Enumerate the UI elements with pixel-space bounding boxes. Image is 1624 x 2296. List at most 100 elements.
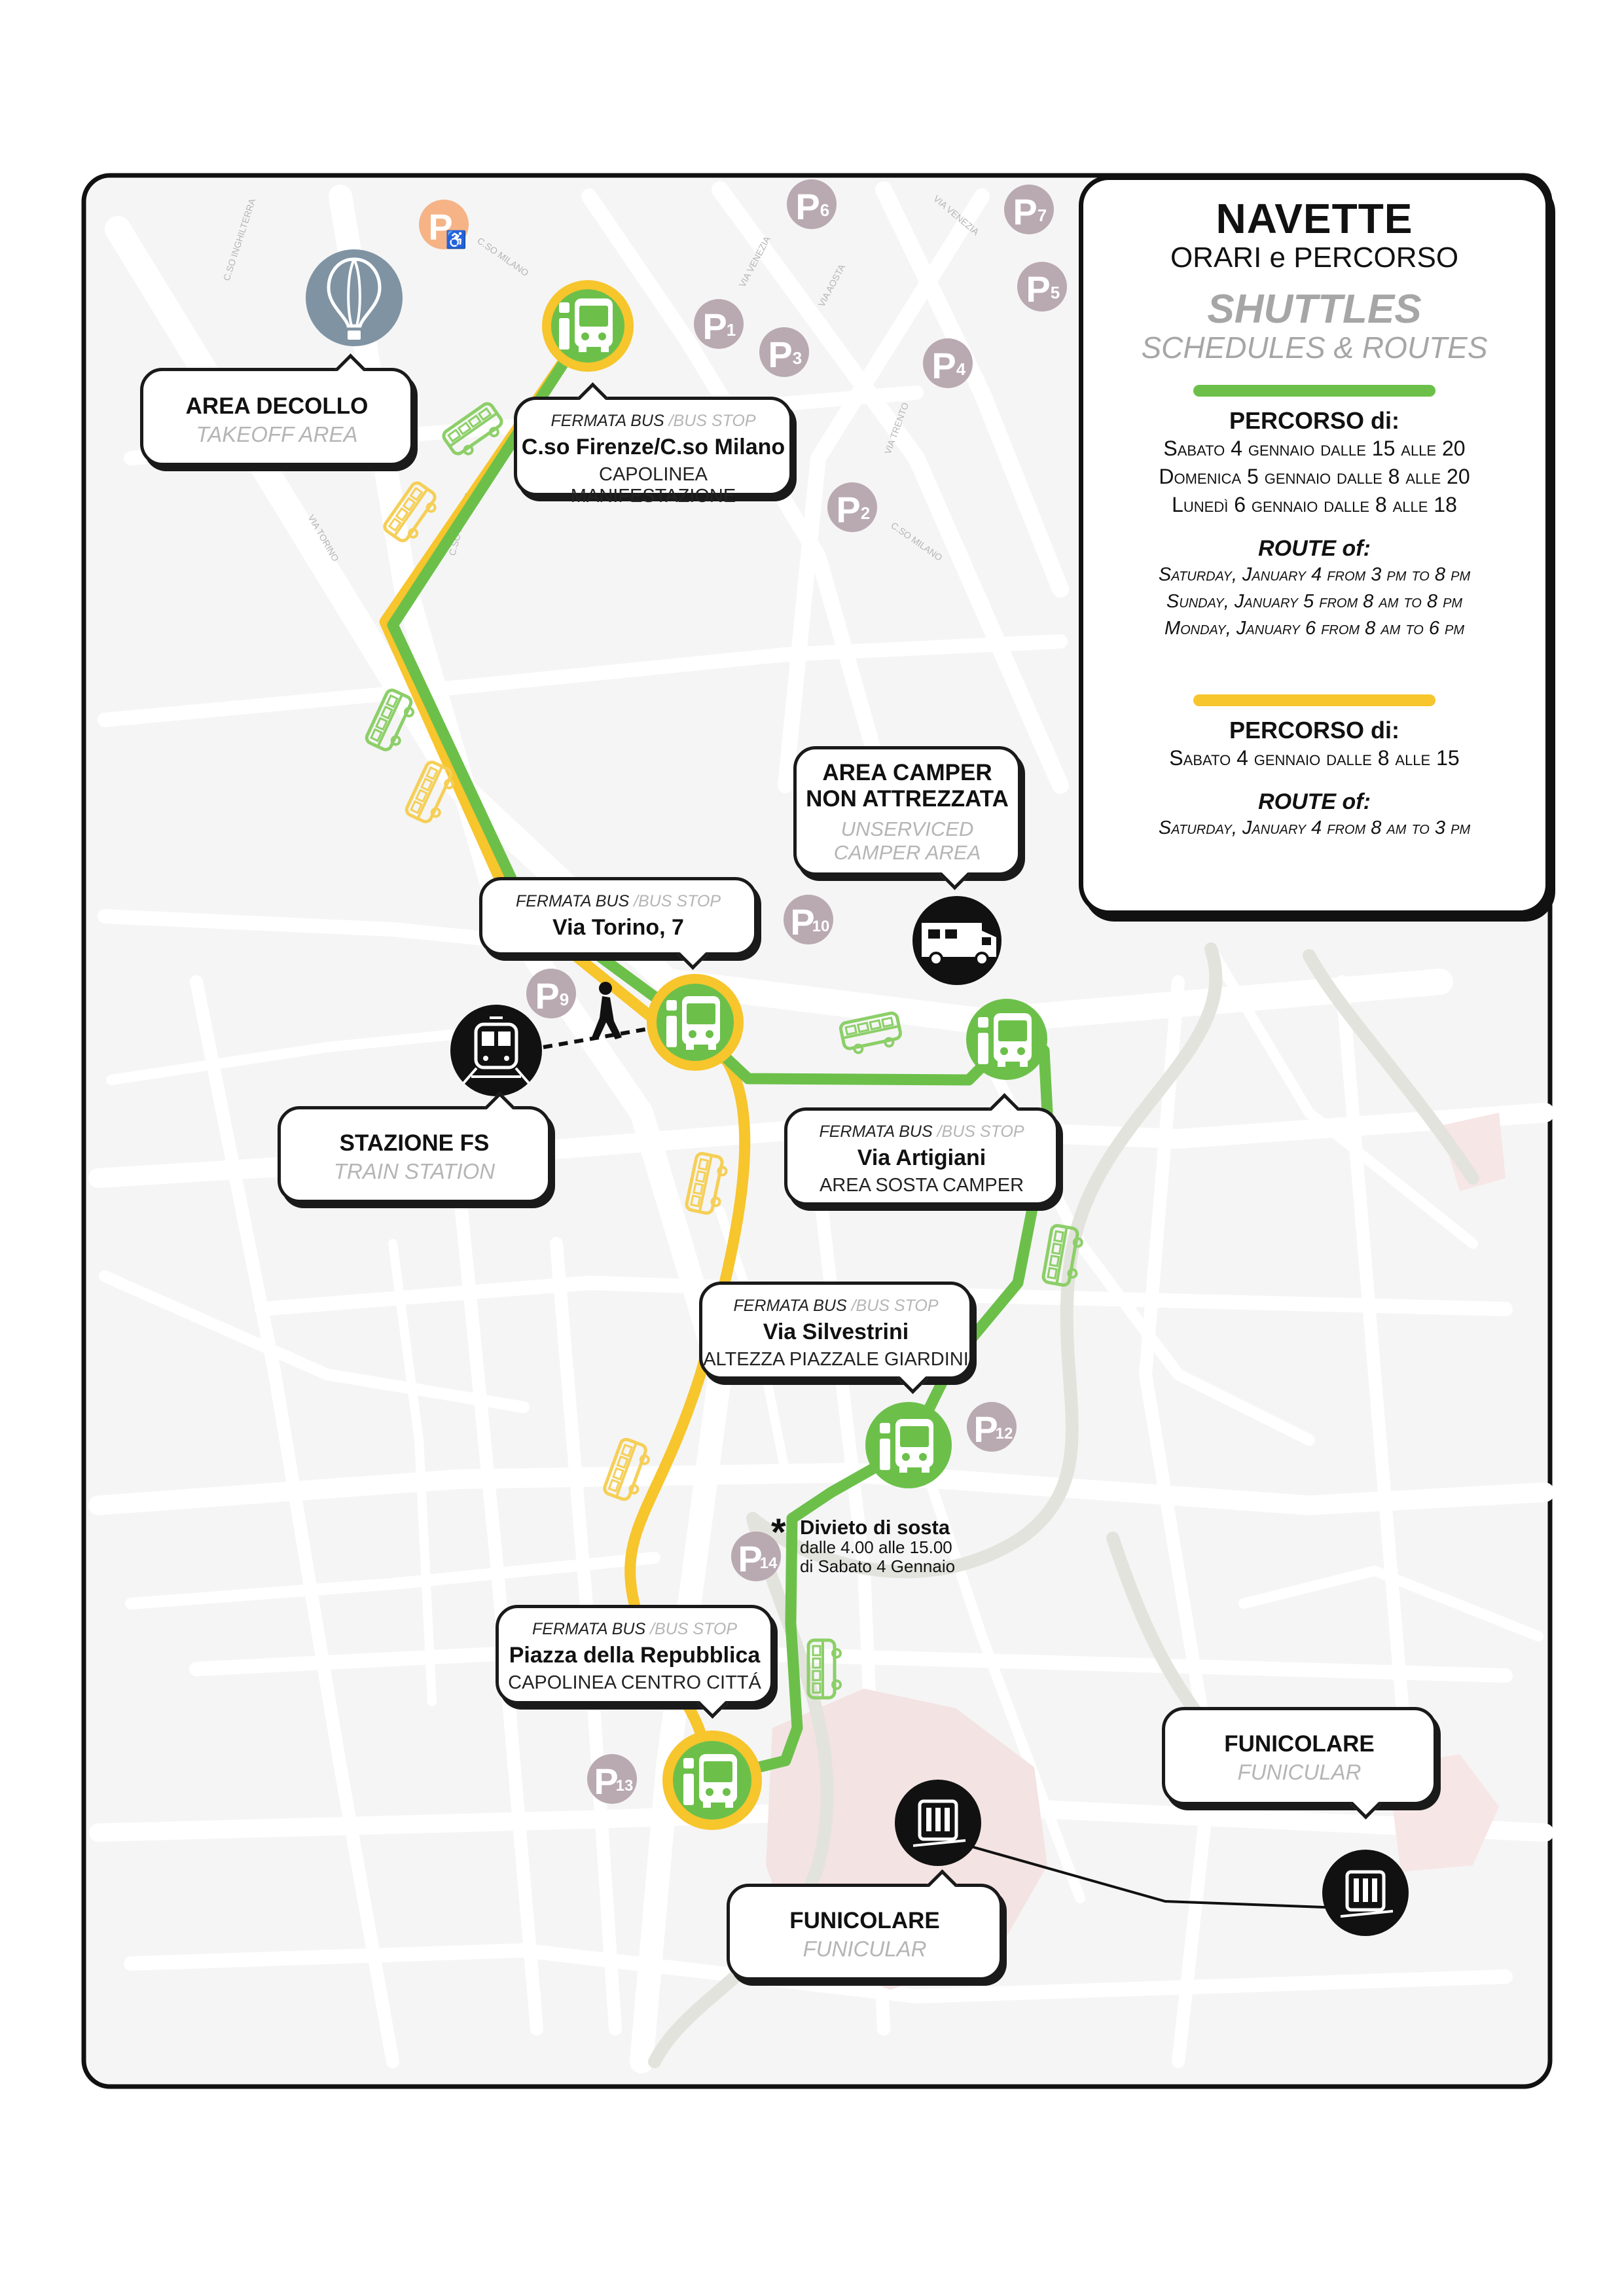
funicular-icon[interactable]: [895, 1780, 981, 1866]
place-name: AREA CAMPER: [822, 760, 992, 785]
bus-stop-name: Via Torino, 7: [552, 915, 684, 940]
parking-disabled-icon[interactable]: P ♿: [419, 200, 469, 249]
green-route-heading: PERCORSO di:: [1229, 407, 1399, 434]
bus-stop-subtitle: CAPOLINEA CENTRO CITTÁ: [508, 1672, 761, 1693]
schedule-line: Lunedì 6 gennaio dalle 8 alle 18: [1172, 493, 1457, 516]
svg-text:13: 13: [616, 1777, 634, 1795]
svg-text:7: 7: [1038, 206, 1047, 225]
balloon-icon[interactable]: [306, 249, 403, 346]
parking-icon-10[interactable]: P 10: [784, 895, 833, 944]
yellow-route-heading-en: ROUTE of:: [1258, 789, 1371, 814]
corso-firenze-callout[interactable]: FERMATA BUS /BUS STOP C.so Firenze/C.so …: [514, 382, 793, 507]
svg-text:3: 3: [793, 348, 802, 368]
area-camper-callout[interactable]: AREA CAMPER NON ATTREZZATA UNSERVICED CA…: [793, 746, 1021, 890]
funicular-cable: [945, 1838, 1343, 1909]
bus-stop-label: FERMATA BUS: [550, 412, 664, 430]
via-silvestrini-callout[interactable]: FERMATA BUS /BUS STOP Via Silvestrini AL…: [699, 1282, 973, 1394]
svg-text:14: 14: [760, 1554, 778, 1572]
svg-text:P: P: [428, 206, 452, 247]
bus-stop-corso-firenze[interactable]: [542, 280, 634, 372]
svg-text:5: 5: [1051, 283, 1060, 302]
svg-text:6: 6: [820, 200, 829, 220]
svg-text:12: 12: [996, 1425, 1013, 1443]
bus-stop-name: Piazza della Repubblica: [509, 1643, 761, 1668]
bus-stop-label: FERMATA BUS: [515, 892, 630, 910]
svg-text:4: 4: [956, 359, 966, 379]
bus-stop-piazza-repubblica[interactable]: [662, 1731, 762, 1830]
svg-text:9: 9: [560, 990, 569, 1009]
bus-stop-label-en: /BUS STOP: [668, 412, 756, 430]
via-torino-callout[interactable]: FERMATA BUS /BUS STOP Via Torino, 7: [479, 877, 757, 970]
piazza-repubblica-callout[interactable]: FERMATA BUS /BUS STOP Piazza della Repub…: [496, 1605, 774, 1719]
parking-icon-5[interactable]: P 5: [1017, 262, 1067, 312]
bus-stop-via-artigiani[interactable]: [966, 999, 1047, 1080]
bus-stop-label-en: /BUS STOP: [650, 1620, 738, 1638]
svg-text:P: P: [973, 1408, 998, 1450]
bus-stop-label: FERMATA BUS: [733, 1297, 847, 1315]
svg-text:P: P: [702, 306, 727, 347]
svg-text:P: P: [836, 489, 860, 530]
bus-stop-label-en: /BUS STOP: [851, 1297, 939, 1315]
place-name-en: UNSERVICED: [840, 817, 974, 840]
bus-stop-via-silvestrini[interactable]: [865, 1402, 952, 1488]
parking-icon-7[interactable]: P 7: [1004, 185, 1054, 234]
green-route-legend-bar: [1193, 385, 1435, 397]
place-name-en: TAKEOFF AREA: [196, 422, 358, 446]
bus-stop-subtitle: CAPOLINEA MANIFESTAZIONE: [570, 464, 736, 507]
funicular-icon[interactable]: [1322, 1850, 1409, 1936]
svg-text:P: P: [768, 334, 792, 375]
warning-title: Divieto di sosta: [800, 1516, 950, 1539]
parking-icon-1[interactable]: P 1: [694, 299, 744, 349]
funicolare-callout[interactable]: FUNICOLARE FUNICULAR: [727, 1869, 1003, 1981]
svg-text:P: P: [931, 345, 956, 386]
parking-icon-2[interactable]: P 2: [827, 482, 877, 532]
bus-stop-label-en: /BUS STOP: [937, 1122, 1024, 1141]
parking-icon-13[interactable]: P 13: [587, 1754, 637, 1804]
place-name-en: FUNICULAR: [803, 1937, 927, 1961]
warning-line: di Sabato 4 Gennaio: [800, 1556, 956, 1576]
parking-icon-6[interactable]: P 6: [787, 179, 837, 229]
svg-text:P: P: [1013, 191, 1037, 232]
parking-icon-4[interactable]: P 4: [923, 338, 973, 388]
place-name: FUNICOLARE: [1224, 1731, 1375, 1757]
place-name-en: TRAIN STATION: [333, 1159, 496, 1183]
bus-stop-name: Via Artigiani: [857, 1145, 986, 1170]
svg-text:P: P: [795, 186, 820, 227]
bus-stop-name: C.so Firenze/C.so Milano: [521, 435, 785, 459]
bus-stop-subtitle: ALTEZZA PIAZZALE GIARDINI: [703, 1349, 969, 1370]
schedule-line-en: Sunday, January 5 from 8 am to 8 pm: [1166, 591, 1463, 612]
bus-stop-label-en: /BUS STOP: [634, 892, 721, 910]
yellow-route-heading: PERCORSO di:: [1229, 717, 1399, 744]
camper-icon[interactable]: [912, 896, 1001, 985]
panel-subtitle: ORARI e PERCORSO: [1170, 242, 1459, 274]
svg-text:♿: ♿: [446, 230, 467, 249]
svg-text:P: P: [535, 975, 559, 1016]
bus-stop-via-torino[interactable]: [647, 974, 744, 1071]
place-name: NON ATTREZZATA: [806, 786, 1009, 812]
yellow-route-legend-bar: [1193, 694, 1435, 706]
train-icon[interactable]: [450, 1005, 542, 1096]
svg-text:2: 2: [861, 503, 870, 523]
svg-text:10: 10: [812, 918, 830, 935]
schedule-panel: NAVETTE ORARI e PERCORSO SHUTTLES SCHEDU…: [1079, 175, 1550, 915]
schedule-line-en: Saturday, January 4 from 3 pm to 8 pm: [1158, 564, 1471, 585]
parking-ban-note: * Divieto di sosta dalle 4.00 alle 15.00…: [771, 1511, 956, 1576]
svg-text:P: P: [790, 901, 814, 942]
pedestrian-icon: [592, 982, 622, 1039]
parking-icon-14[interactable]: P 14: [731, 1532, 781, 1581]
schedule-line: Sabato 4 gennaio dalle 15 alle 20: [1163, 437, 1466, 460]
funicolare-callout[interactable]: FUNICOLARE FUNICULAR: [1162, 1707, 1437, 1820]
place-name: FUNICOLARE: [789, 1908, 940, 1933]
schedule-line-en: Monday, January 6 from 8 am to 6 pm: [1164, 618, 1465, 639]
parking-icon-12[interactable]: P 12: [967, 1402, 1017, 1452]
via-artigiani-callout[interactable]: FERMATA BUS /BUS STOP Via Artigiani AREA…: [784, 1093, 1059, 1206]
panel-subtitle-en: SCHEDULES & ROUTES: [1141, 331, 1488, 365]
bus-stop-label: FERMATA BUS: [532, 1620, 646, 1638]
stazione-callout[interactable]: STAZIONE FS TRAIN STATION: [278, 1092, 551, 1203]
area-decollo-callout[interactable]: AREA DECOLLO TAKEOFF AREA: [140, 353, 414, 466]
schedule-line: Sabato 4 gennaio dalle 8 alle 15: [1169, 746, 1460, 770]
parking-icon-9[interactable]: P 9: [526, 969, 576, 1018]
parking-icon-3[interactable]: P 3: [759, 327, 809, 377]
bus-stop-subtitle: AREA SOSTA CAMPER: [819, 1175, 1024, 1196]
schedule-line-en: Saturday, January 4 from 8 am to 3 pm: [1158, 817, 1471, 838]
